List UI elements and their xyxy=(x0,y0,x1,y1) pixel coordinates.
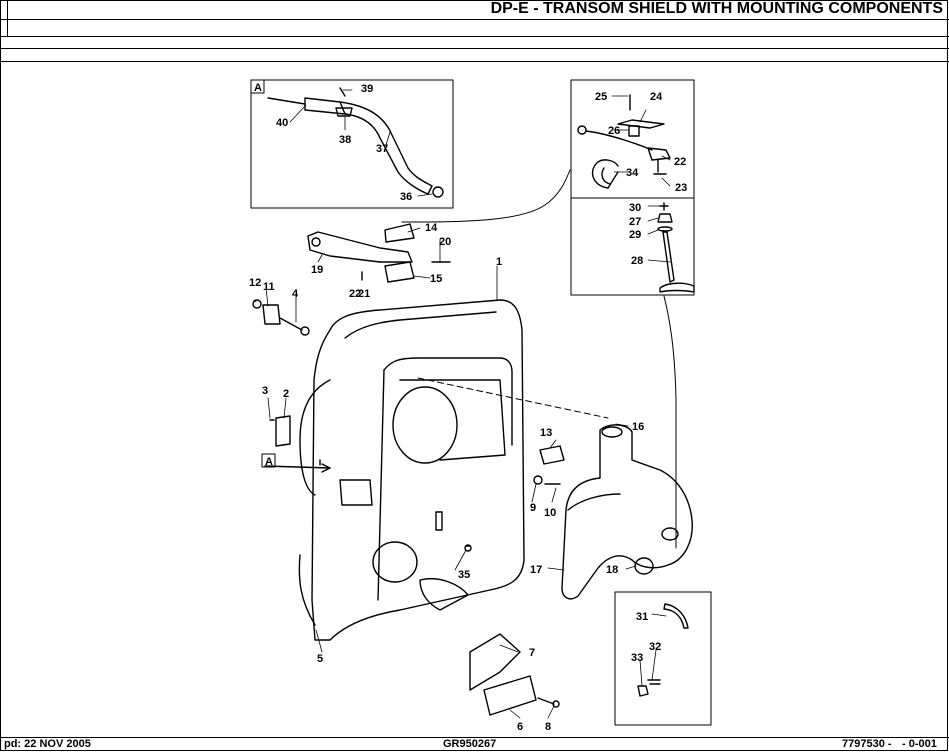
inset-sensor-box xyxy=(570,79,695,199)
view-a-label: A xyxy=(265,456,273,468)
callout-8: 8 xyxy=(545,721,551,733)
page-title: DP-E - TRANSOM SHIELD WITH MOUNTING COMP… xyxy=(490,0,943,17)
callout-4: 4 xyxy=(292,288,299,300)
inset-a-label: A xyxy=(254,82,262,94)
callout-22-inset: 22 xyxy=(674,156,686,168)
callout-29: 29 xyxy=(629,229,641,241)
header-divider-left xyxy=(7,0,8,36)
callout-27: 27 xyxy=(629,216,641,228)
callout-14: 14 xyxy=(425,222,438,234)
header-rule-3 xyxy=(0,48,949,49)
callout-5: 5 xyxy=(317,653,323,665)
callout-33: 33 xyxy=(631,652,643,664)
callout-40: 40 xyxy=(276,117,288,129)
header-rule-4 xyxy=(0,61,949,62)
callout-37: 37 xyxy=(376,143,388,155)
callout-6: 6 xyxy=(517,721,523,733)
callout-36: 36 xyxy=(400,191,412,203)
callout-20: 20 xyxy=(439,236,451,248)
callout-24: 24 xyxy=(650,91,663,103)
callout-34: 34 xyxy=(626,167,639,179)
callout-22-main: 22 xyxy=(349,288,361,300)
callout-39: 39 xyxy=(361,83,373,95)
callout-7: 7 xyxy=(529,647,535,659)
callout-21: 21 xyxy=(358,288,370,300)
leader-lines xyxy=(253,89,671,719)
callout-11: 11 xyxy=(263,281,275,293)
callout-15: 15 xyxy=(430,273,442,285)
callout-19: 19 xyxy=(311,264,323,276)
mounting-bracket xyxy=(469,633,560,716)
steering-arm xyxy=(307,223,451,283)
revision-number: - 0-001 xyxy=(902,738,937,750)
callout-18: 18 xyxy=(606,564,618,576)
header-rule-1 xyxy=(0,19,949,20)
callout-38: 38 xyxy=(339,134,351,146)
callout-35: 35 xyxy=(458,569,470,581)
callout-17: 17 xyxy=(530,564,542,576)
callout-10: 10 xyxy=(544,507,556,519)
gear-housing xyxy=(561,424,693,600)
callout-28: 28 xyxy=(631,255,643,267)
inset-shaft-box xyxy=(570,197,695,296)
callout-30: 30 xyxy=(629,202,641,214)
inset-bracket-box xyxy=(614,591,712,726)
callout-26: 26 xyxy=(608,125,620,137)
exploded-parts-diagram: A xyxy=(249,79,712,733)
footer-rule xyxy=(0,737,949,738)
callout-25: 25 xyxy=(595,91,607,103)
inset-a-box: A xyxy=(250,79,454,209)
callout-12: 12 xyxy=(249,277,261,289)
print-date: pd: 22 NOV 2005 xyxy=(4,738,91,750)
fasteners xyxy=(252,299,565,552)
callout-9: 9 xyxy=(530,502,536,514)
header-rule-2 xyxy=(0,36,949,37)
callout-3: 3 xyxy=(262,385,268,397)
callout-31: 31 xyxy=(636,611,648,623)
transom-shield xyxy=(298,299,525,641)
callout-16: 16 xyxy=(632,421,644,433)
callout-2: 2 xyxy=(283,388,289,400)
callout-32: 32 xyxy=(649,641,661,653)
graphic-reference: GR950267 xyxy=(443,738,497,750)
callout-23: 23 xyxy=(675,182,687,194)
view-a-marker: A xyxy=(261,453,276,468)
callout-1: 1 xyxy=(496,256,502,268)
callout-13: 13 xyxy=(540,427,552,439)
document-number: 7797530 - xyxy=(842,738,892,750)
